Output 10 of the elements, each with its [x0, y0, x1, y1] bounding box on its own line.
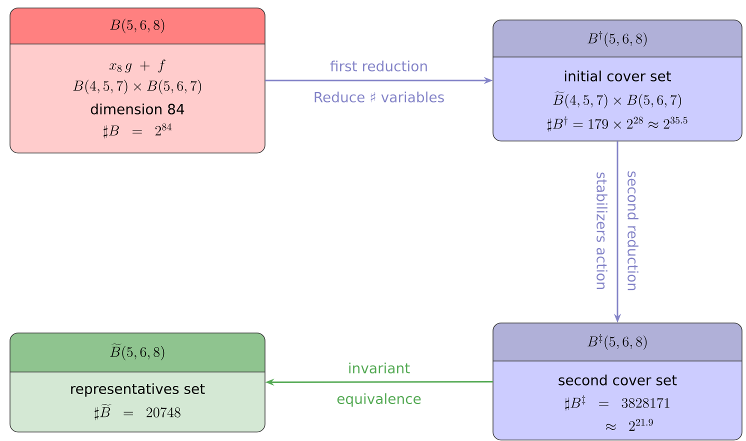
annotation: stabilizers action: [596, 170, 608, 292]
titled-box: $B^{\ddagger}(5,6,8)$ second cover set $\sharp B^{\ddagger}\;\;=\;\;3828171$ $\approx\;\;2^{21.9}$: [492, 322, 742, 440]
edge-label: first reduction: [328, 60, 430, 72]
edge-label: invariant: [346, 362, 412, 374]
annotation: equivalence: [336, 392, 422, 408]
titled-box: $\widetilde{B}(5,6,8)$ representatives set $\sharp\widetilde{B}\;\;=\;\;20748$: [10, 332, 266, 432]
edge-label: second reduction: [626, 170, 640, 292]
annotation: Reduce ♯ variables: [312, 90, 446, 104]
titled-box: $B^{\dagger}(5,6,8)$ initial cover set $\widetilde{B}(4,5,7)\times B(5,6,7)$ $\sharp B^{\dagger}=179\times 2^{28}\approx 2^{35.5}$: [492, 20, 742, 142]
titled-box: $B(5,6,8)$ $x_8\, g\; +\; f$ $B(4,5,7)\times B(5,6,7)$ dimension 84 $\sharp B\;\;=\;\;2^{84}$: [10, 8, 266, 154]
